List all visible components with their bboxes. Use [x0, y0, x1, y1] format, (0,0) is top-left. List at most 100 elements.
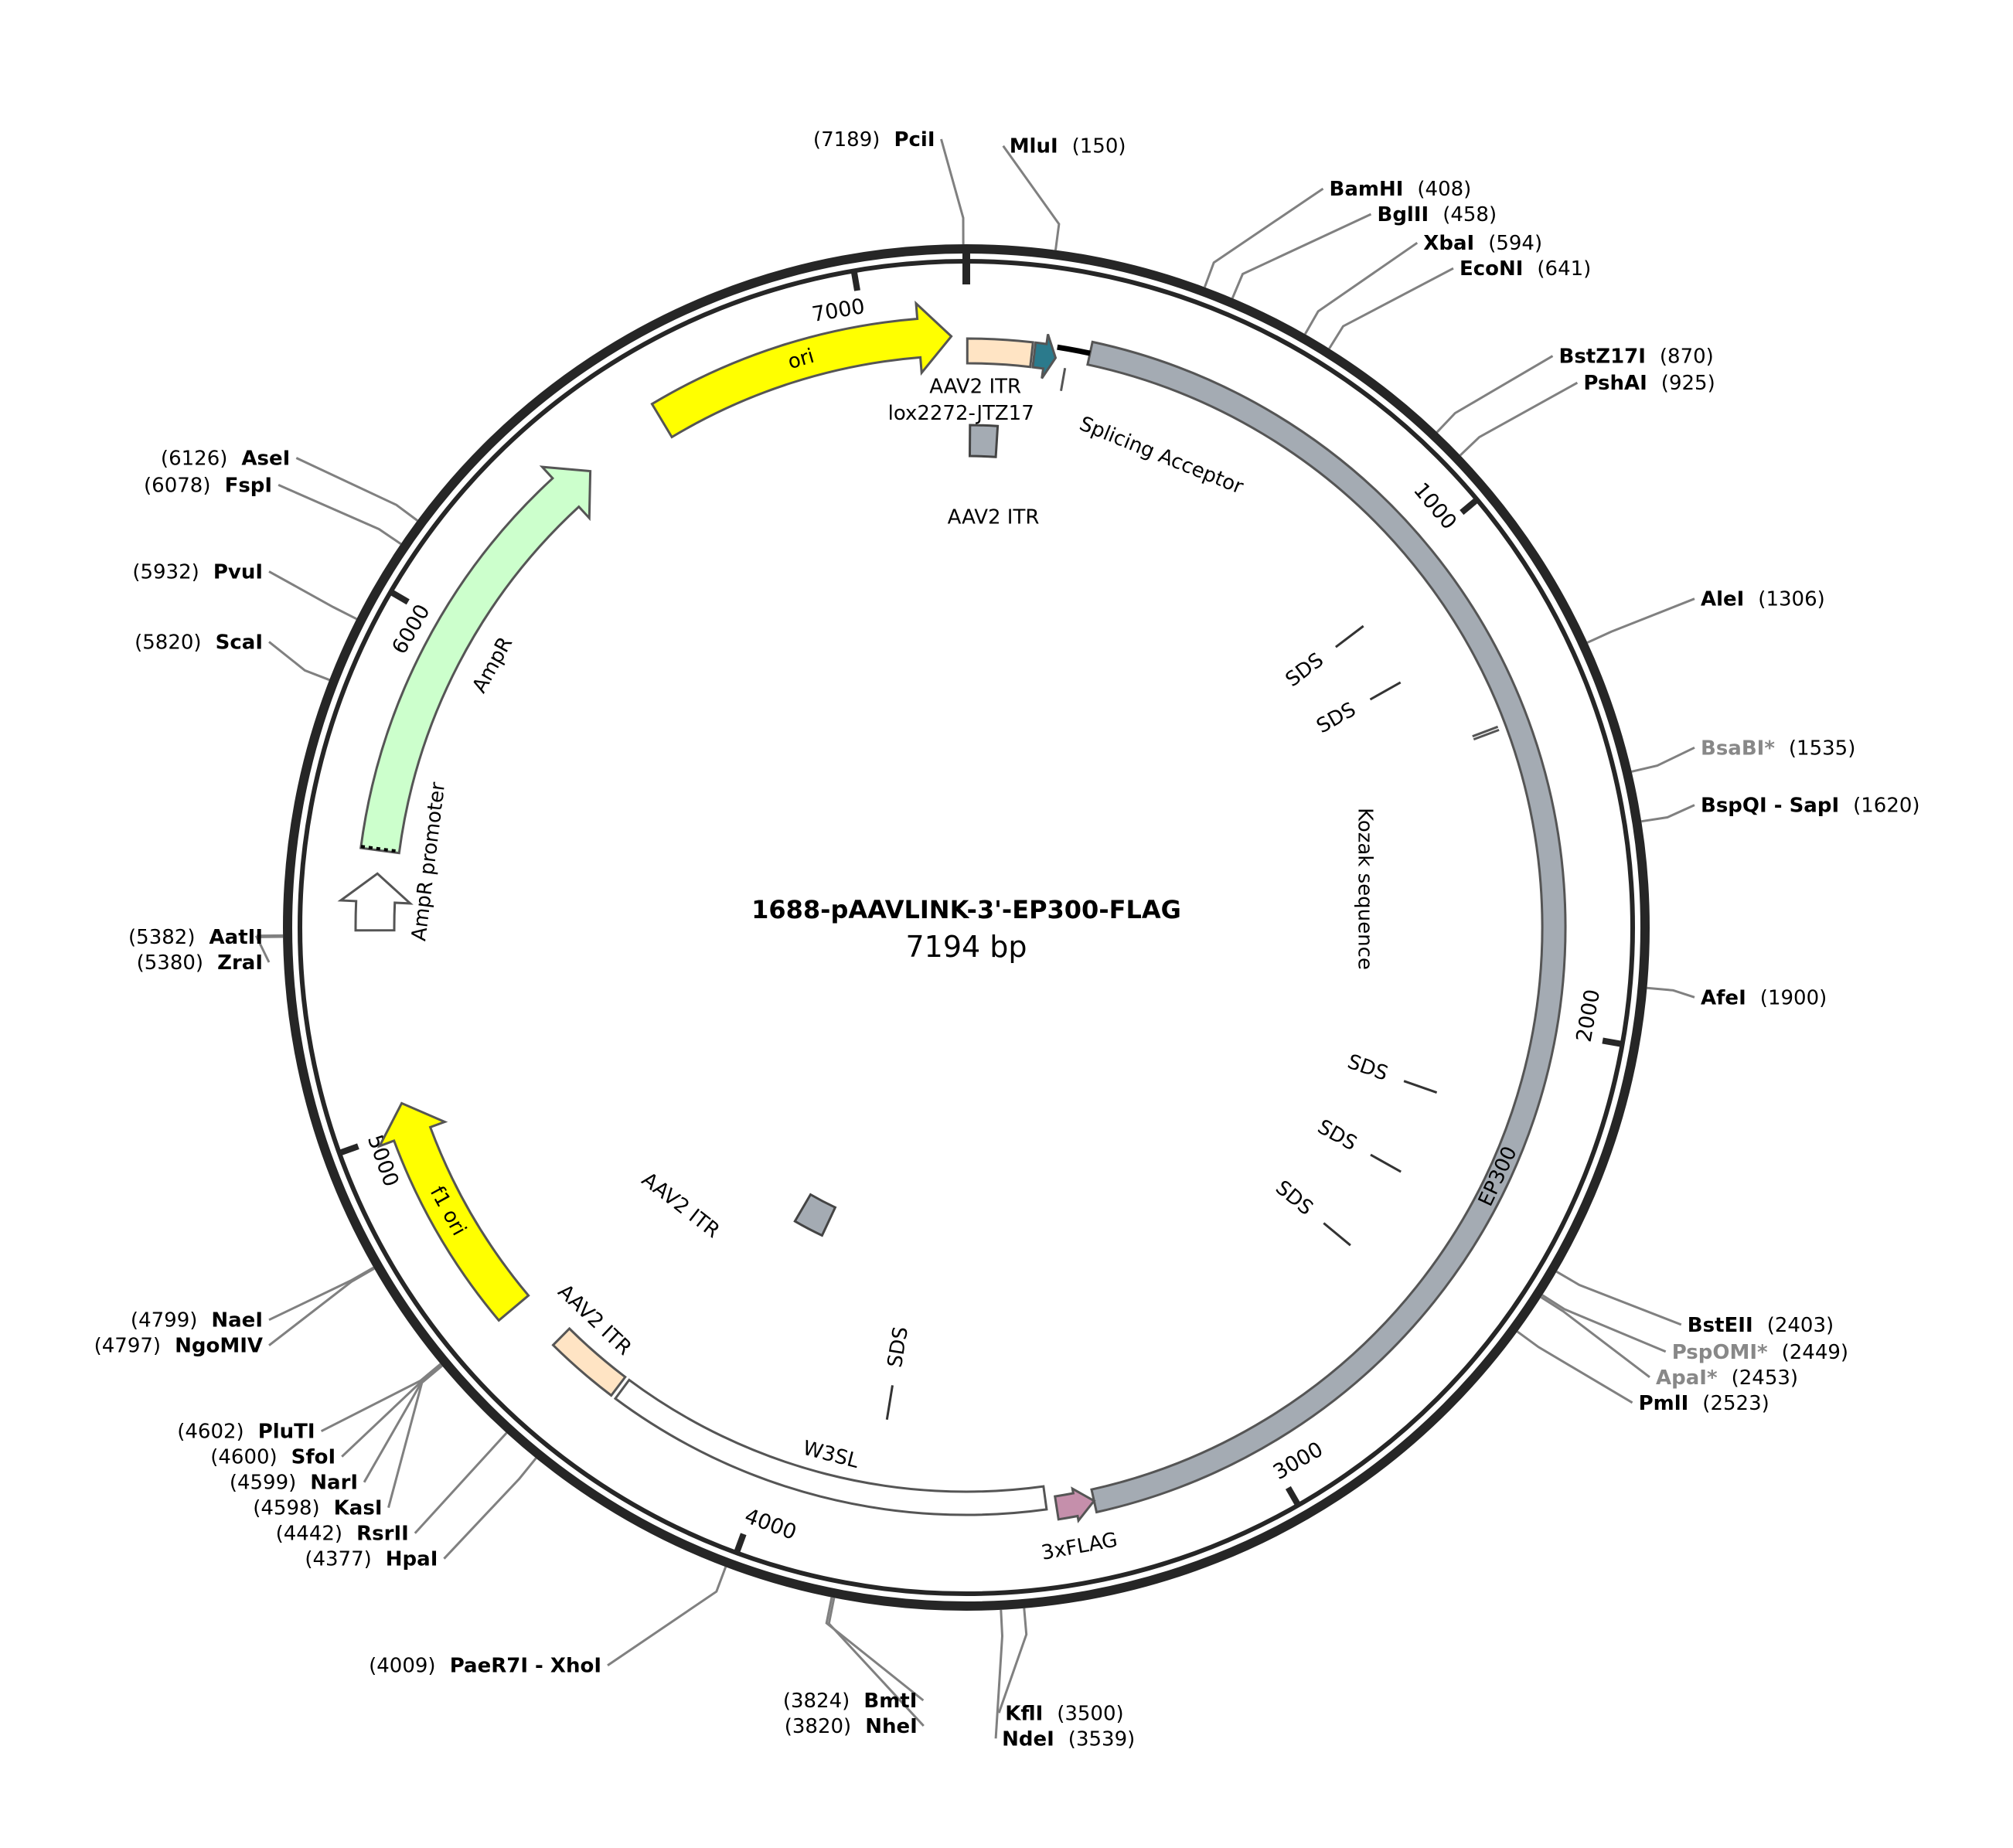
enzyme-name: BsaBI*: [1701, 737, 1775, 760]
enzyme-name: NgoMIV: [175, 1335, 263, 1358]
inner-itr-box-1: [793, 1193, 837, 1237]
enzyme-leader-lines: [254, 138, 1695, 1739]
feature-ep300: [1086, 340, 1567, 1514]
enzyme-line-naei: [268, 1266, 375, 1322]
enzyme-name: AatII: [209, 926, 263, 949]
enzyme-kasi: KasI(4598): [253, 1497, 382, 1520]
enzyme-pcii: PciI(7189): [813, 128, 935, 151]
tick-1000: [1460, 497, 1480, 516]
sds-tick-5: [885, 1385, 894, 1421]
feature-f1-ori: [376, 1101, 530, 1322]
enzyme-name: KasI: [334, 1497, 383, 1520]
inner-itr-label-1: AAV2 ITR: [637, 1168, 724, 1243]
feature-aav2-itr-right: [551, 1326, 627, 1397]
enzyme-line-scai: [268, 641, 330, 682]
backbone-inner-ring: [298, 259, 1635, 1596]
enzyme-position: (5932): [132, 560, 199, 584]
enzyme-line-mlui: [1002, 145, 1061, 250]
enzyme-position: (4377): [305, 1548, 371, 1571]
enzyme-name: KflI: [1005, 1702, 1043, 1725]
feature-lox2272-jtz17: [1031, 333, 1058, 379]
enzyme-line-econi: [1328, 267, 1454, 349]
feature-ori: [650, 300, 953, 439]
enzyme-name: ZraI: [217, 951, 263, 975]
enzyme-name: SfoI: [291, 1446, 336, 1469]
enzyme-line-pshai: [1459, 381, 1579, 457]
enzyme-scai: ScaI (5820): [135, 631, 263, 654]
feature-ampr: [359, 465, 592, 855]
enzyme-position: (1900): [1760, 986, 1827, 1009]
enzyme-name: BstZ17I: [1559, 345, 1646, 369]
enzyme-nhei: NheI(3820): [785, 1715, 918, 1738]
enzyme-name: ScaI: [216, 631, 263, 654]
enzyme-position: (1535): [1789, 737, 1855, 760]
enzyme-position: (5380): [137, 951, 203, 975]
enzyme-afei: AfeI(1900): [1701, 986, 1827, 1009]
enzyme-nari: NarI(4599): [230, 1472, 358, 1495]
enzyme-bsteii: BstEII(2403): [1688, 1314, 1834, 1337]
enzyme-name: XbaI: [1423, 232, 1474, 255]
kozak-tick-b: [1473, 728, 1500, 741]
enzyme-line-kasi: [387, 1364, 443, 1509]
inner-itr-box-0: [968, 424, 1000, 458]
enzyme-pshai: PshAI(925): [1583, 372, 1715, 395]
enzyme-line-paer7i-xhoi: [607, 1566, 727, 1666]
enzyme-line-hpai: [443, 1457, 537, 1560]
enzyme-position: (4799): [131, 1309, 197, 1332]
plasmid-backbone: [283, 244, 1650, 1611]
enzyme-aatii: AatII(5382): [128, 926, 263, 949]
enzyme-name: BspQI - SapI: [1701, 795, 1839, 818]
enzyme-line-rsrii: [414, 1431, 508, 1534]
enzyme-line-ngomiv: [268, 1268, 375, 1346]
tick-4000: [734, 1533, 747, 1554]
enzyme-naei: NaeI(4799): [131, 1309, 263, 1332]
enzyme-bamhi: BamHI(408): [1330, 178, 1472, 201]
tick-label-4000: 4000: [741, 1504, 799, 1545]
enzyme-line-zrai: [254, 935, 284, 963]
feature-aav2-itr-left: [966, 337, 1034, 369]
enzyme-position: (2449): [1782, 1341, 1848, 1364]
enzyme-xbai: XbaI(594): [1423, 232, 1542, 255]
enzyme-fspi: FspI(6078): [144, 474, 272, 497]
feature-label-aav2-itr-left: AAV2 ITR: [929, 376, 1021, 399]
feature-label-lox2272: lox2272-JTZ17: [888, 402, 1034, 425]
enzyme-rsrii: RsrII(4442): [276, 1523, 409, 1546]
tick-5000: [338, 1143, 359, 1156]
enzyme-line-bamhi: [1203, 187, 1324, 288]
enzyme-name: BamHI: [1330, 178, 1404, 201]
enzyme-position: (458): [1442, 203, 1497, 226]
enzyme-asei: AseI(6126): [161, 448, 290, 471]
enzyme-position: (7189): [813, 128, 880, 151]
enzyme-name: PvuI: [213, 560, 263, 584]
kozak-label: Kozak sequence: [1354, 808, 1377, 970]
enzyme-position: (870): [1660, 345, 1714, 369]
feature-label-w3sl: W3SL: [800, 1437, 861, 1473]
enzyme-name: PshAI: [1583, 372, 1647, 395]
enzyme-position: (4600): [210, 1446, 277, 1469]
enzyme-name: AleI: [1701, 588, 1744, 611]
enzyme-bsabi: BsaBI* (1535): [1701, 737, 1855, 760]
enzyme-pmli: PmlI(2523): [1639, 1392, 1769, 1415]
enzyme-ndei: NdeI(3539): [1002, 1727, 1135, 1751]
feature-ampr-promoter: [337, 872, 414, 932]
sds-tick-4: [1323, 1222, 1351, 1247]
enzyme-line-bmti: [825, 1597, 925, 1702]
enzyme-mlui: MluI(150): [1010, 135, 1126, 158]
feature-label-ampr: AmpR: [468, 633, 517, 696]
sds-tick-0: [1334, 625, 1364, 648]
enzyme-sfoi: SfoI (4600): [210, 1446, 336, 1469]
enzyme-line-pvui: [268, 570, 357, 621]
enzyme-position: (2523): [1702, 1392, 1769, 1415]
enzyme-name: BmtI: [863, 1690, 917, 1713]
enzyme-name: PaeR7I - XhoI: [450, 1655, 601, 1678]
enzyme-position: (5820): [135, 631, 201, 654]
enzyme-position: (6126): [161, 448, 227, 471]
map-title: 1688-pAAVLINK-3'-EP300-FLAG: [751, 895, 1181, 924]
enzyme-line-kfli: [997, 1608, 1028, 1714]
enzyme-position: (4599): [230, 1472, 296, 1495]
backbone-outer-ring: [283, 244, 1650, 1611]
map-length: 7194 bp: [905, 930, 1027, 964]
enzyme-bspqi-sapi: BspQI - SapI(1620): [1701, 795, 1920, 818]
enzyme-name: FspI: [225, 474, 273, 497]
